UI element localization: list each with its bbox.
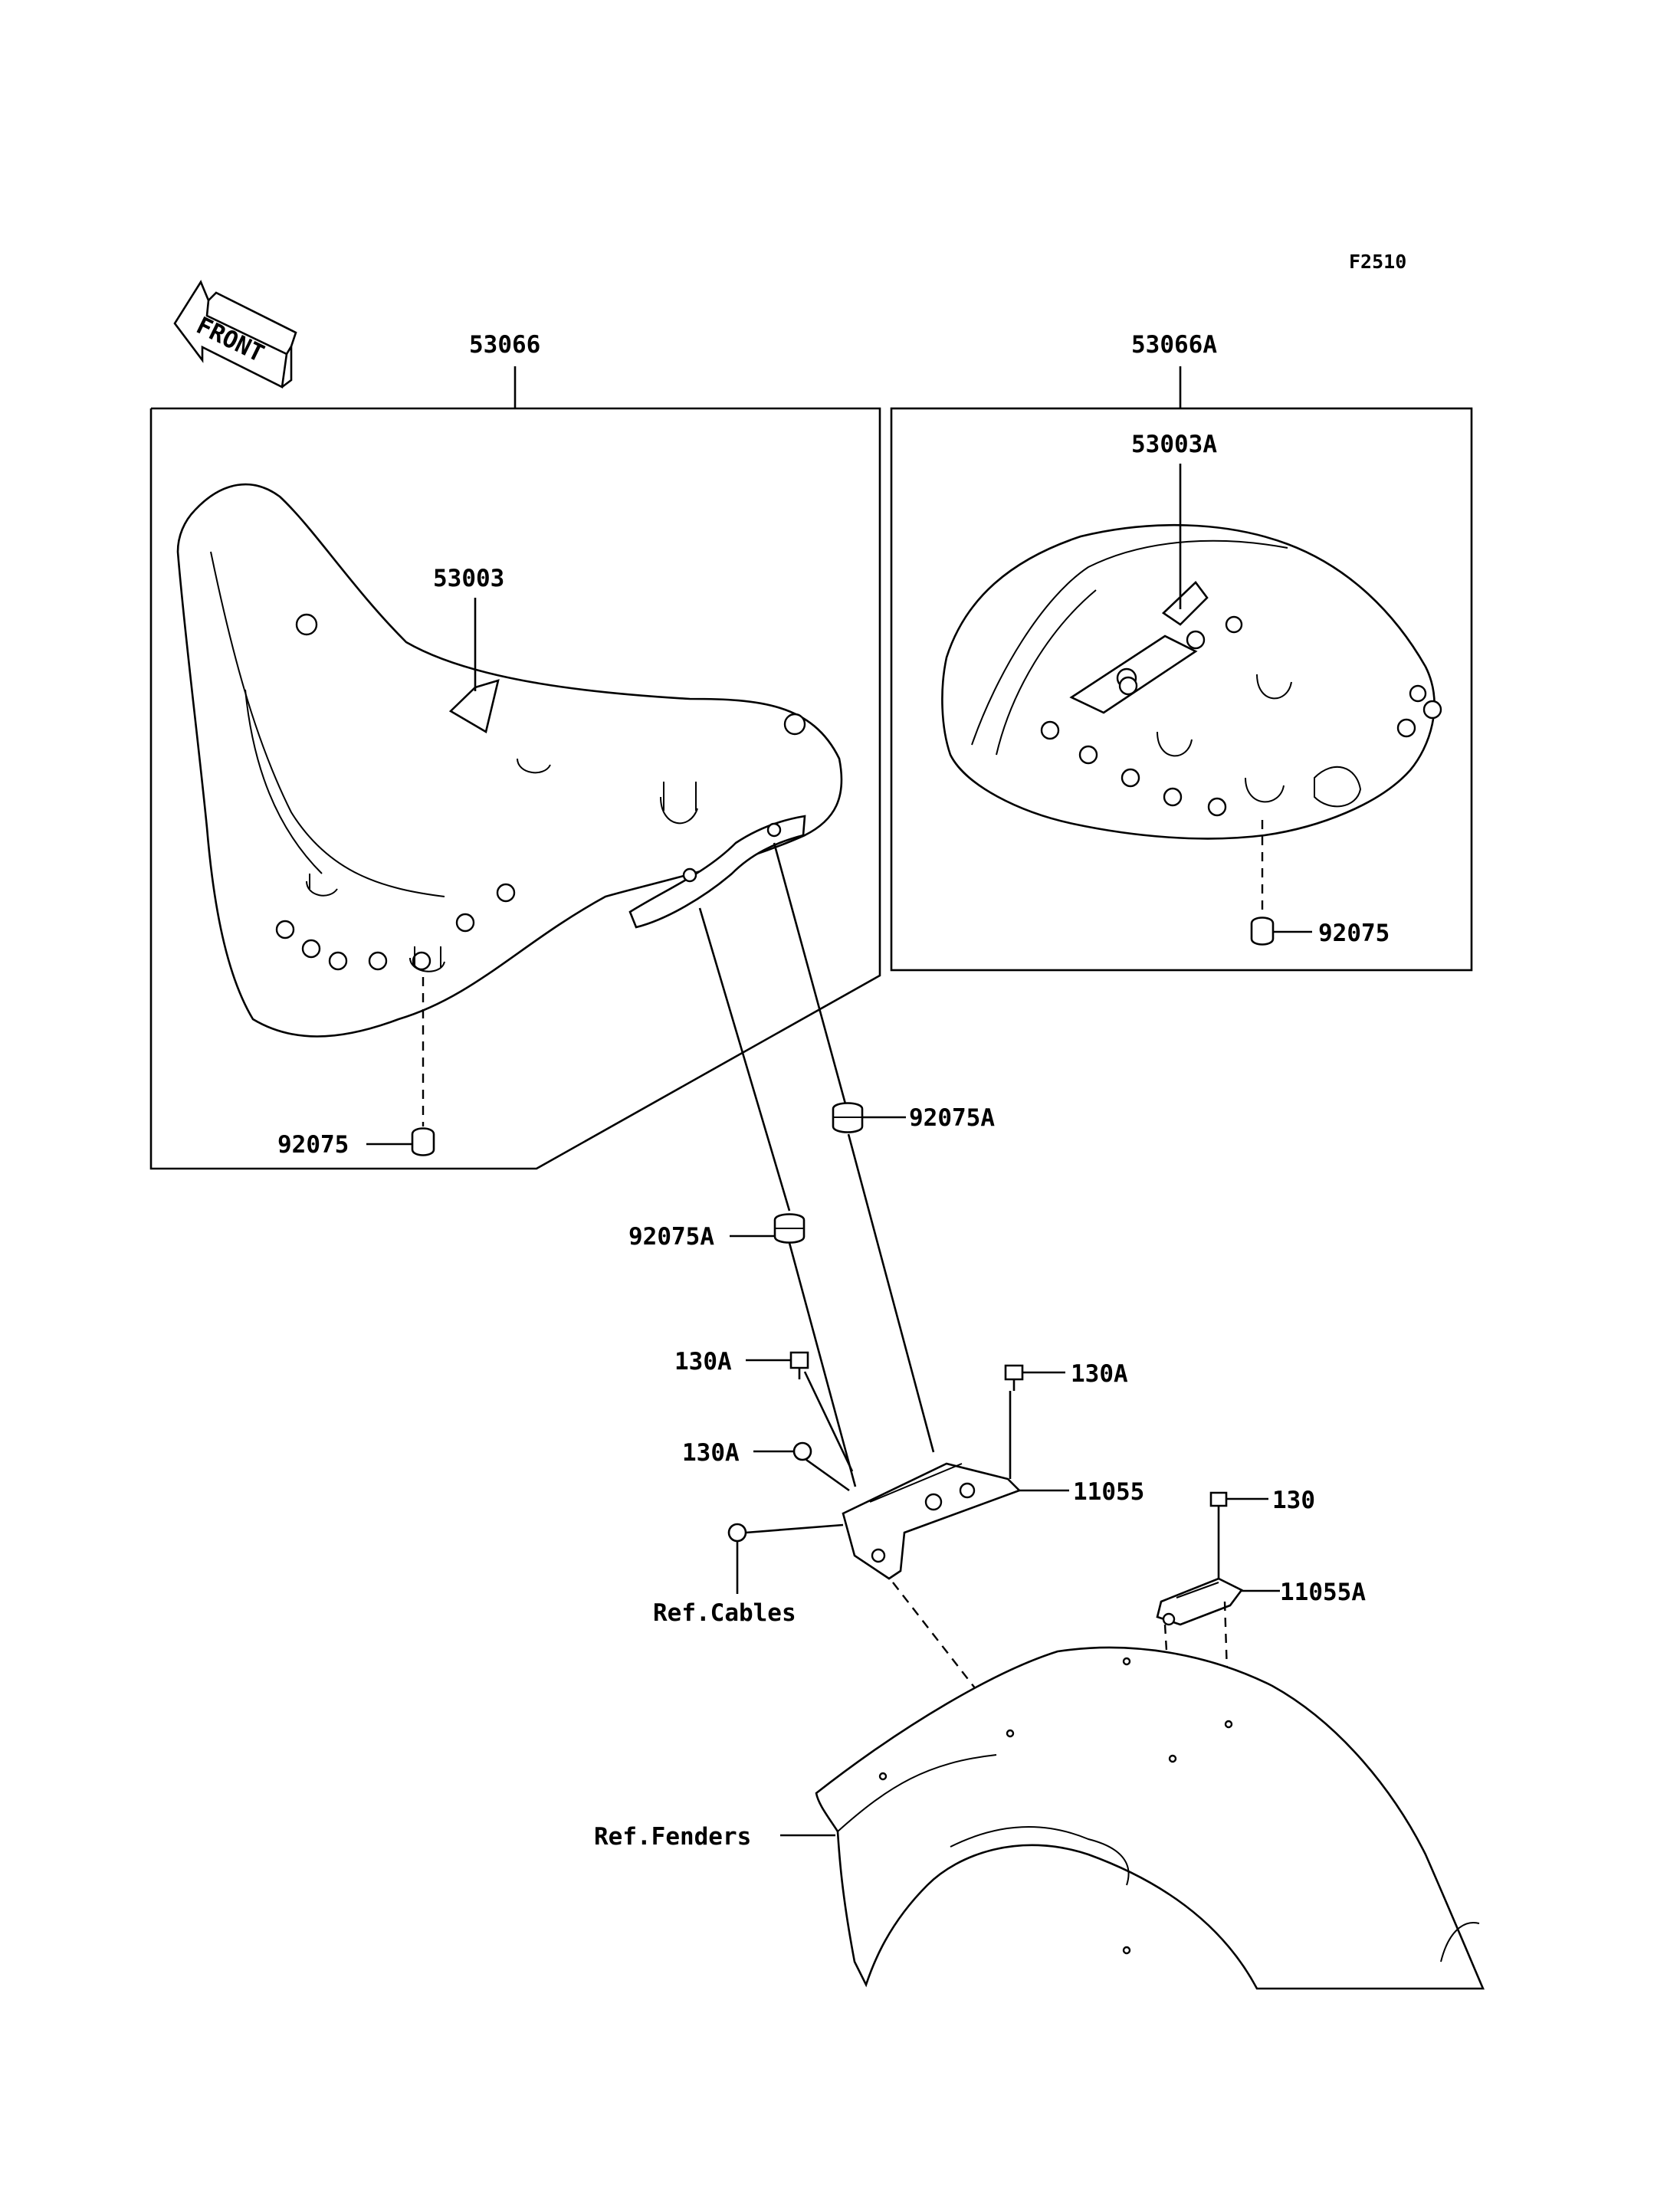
callout-92075-front: 92075: [277, 1131, 349, 1159]
callout-130: 130: [1272, 1487, 1315, 1514]
damper-rubber-front: [411, 1127, 435, 1156]
fender-reference: Ref.Fenders: [594, 1646, 1485, 1990]
label-sticker: [448, 679, 500, 734]
bolt-130: 130: [1209, 1487, 1315, 1579]
callout-130A-right: 130A: [1071, 1360, 1128, 1388]
damper-rubber-rear: [1250, 917, 1275, 946]
callout-130A-lower-left: 130A: [682, 1439, 740, 1467]
callout-92075A-lower: 92075A: [628, 1223, 714, 1251]
rear-seat: 53003A 92075: [941, 431, 1442, 947]
front-seat: 53003 92075: [176, 483, 850, 1212]
callout-130A-upper-left: 130A: [674, 1348, 732, 1376]
front-seat-assembly-box: [149, 407, 881, 1170]
rear-seat-assembly-box: [890, 407, 1473, 972]
grommet-lower: 92075A: [628, 1213, 806, 1251]
callout-53003: 53003: [433, 565, 504, 592]
callout-11055A: 11055A: [1280, 1579, 1366, 1606]
diagram-code: F2510: [1349, 251, 1406, 273]
callout-11055: 11055: [1073, 1478, 1144, 1506]
ref-cables-label: Ref.Cables: [653, 1599, 796, 1627]
callout-53066: 53066: [469, 331, 540, 359]
grommet-upper: 92075A: [832, 1102, 995, 1133]
rear-rivet-row: [1040, 700, 1442, 817]
bracket-11055A: 11055A: [1156, 1577, 1366, 1756]
bolt-130A-upper-left: 130A: [674, 1348, 854, 1472]
ref-fenders-label: Ref.Fenders: [594, 1823, 751, 1851]
label-sticker-rear: [1161, 581, 1209, 626]
rivet-row: [275, 883, 516, 971]
callout-92075A-upper: 92075A: [909, 1104, 995, 1132]
front-arrow-icon: FRONT: [173, 280, 297, 389]
bracket-11055: 11055 Ref.Cables: [653, 1462, 1144, 1734]
bolt-130A-right: 130A: [1004, 1360, 1128, 1479]
callout-53066A: 53066A: [1131, 331, 1217, 359]
callout-92075-rear: 92075: [1318, 920, 1390, 947]
bolt-130A-lower-left: 130A: [682, 1439, 850, 1492]
callout-53003A: 53003A: [1131, 431, 1217, 458]
